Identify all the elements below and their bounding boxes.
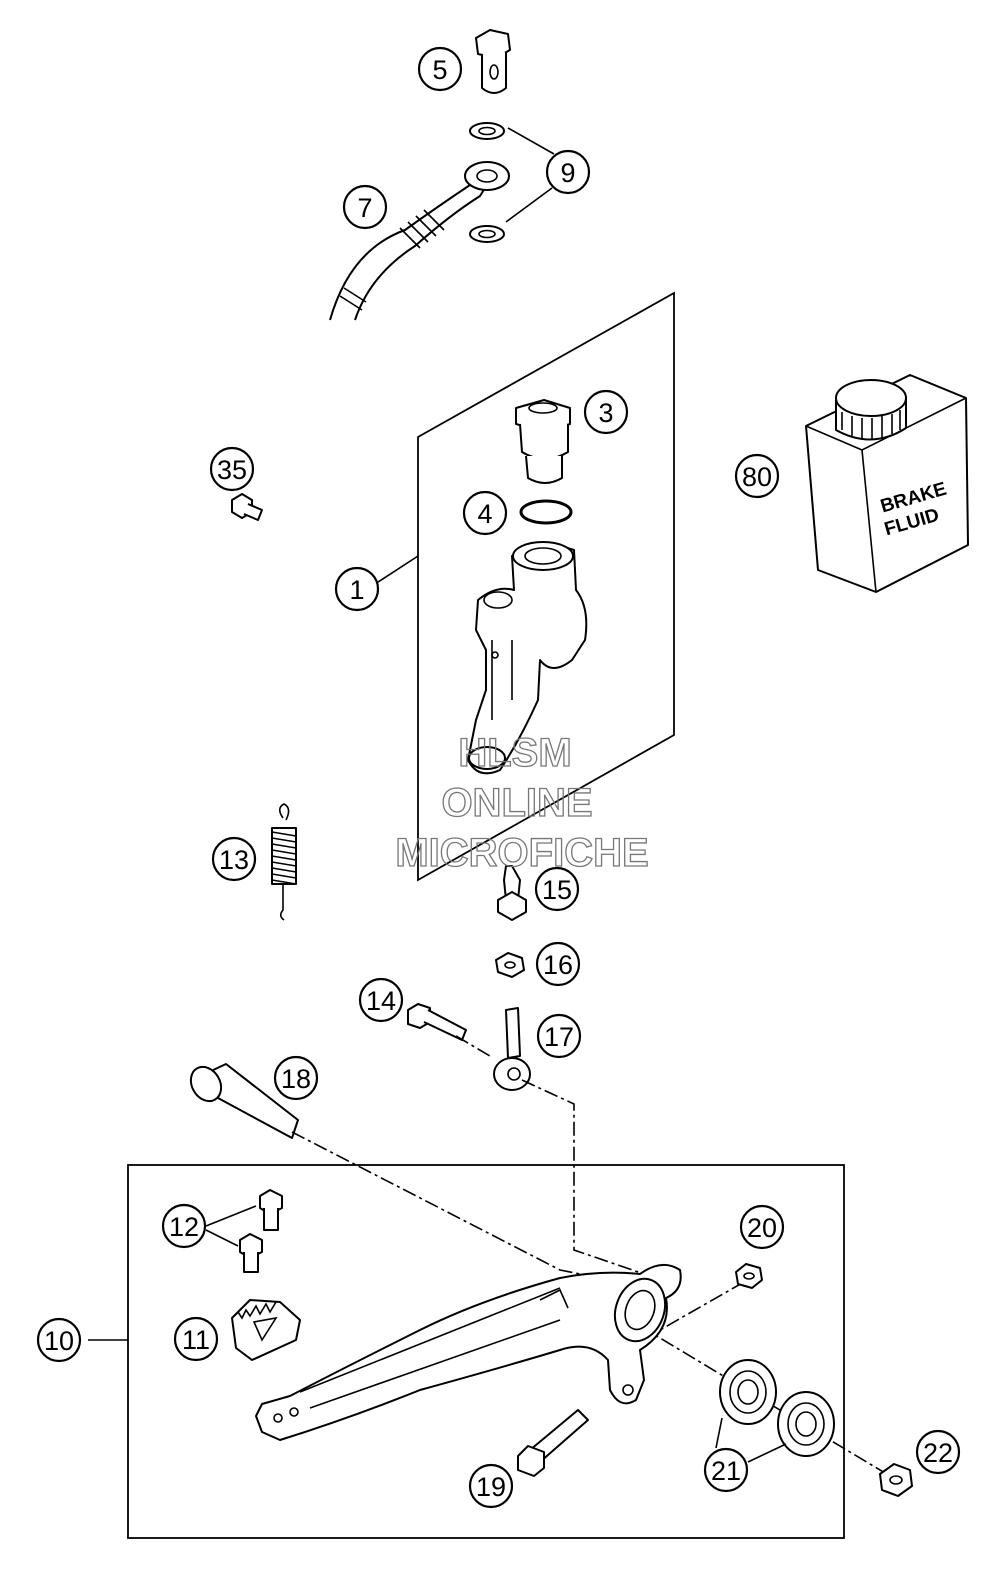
callout-3: 3: [583, 389, 629, 435]
callout-20: 20: [739, 1204, 785, 1250]
callout-21: 21: [703, 1447, 749, 1493]
callout-35-text: 35: [217, 455, 247, 485]
pedal-step: [231, 1299, 301, 1361]
nut-20: [735, 1263, 763, 1289]
bearing-2: [777, 1391, 835, 1457]
washer-bottom-hole: [478, 229, 496, 239]
callout-15: 15: [534, 866, 580, 912]
callout-1: 1: [334, 566, 380, 612]
callout-22: 22: [915, 1429, 961, 1475]
brake-hose: [329, 161, 510, 321]
fork-head: [493, 1007, 531, 1091]
watermark-line1: HLSM: [458, 731, 571, 775]
axis-line-20: [659, 1281, 745, 1331]
watermark-line3: MICROFICHE: [395, 831, 648, 875]
brake-pedal: [255, 1263, 682, 1441]
callout-12: 12: [161, 1203, 207, 1249]
bearing-1: [719, 1359, 777, 1425]
assembly-panel-1: [417, 291, 675, 882]
callout-17: 17: [536, 1013, 582, 1059]
callout-7: 7: [342, 184, 388, 230]
o-ring: [519, 499, 573, 525]
hex-nut: [495, 952, 525, 978]
callout-9-text: 9: [560, 158, 575, 188]
callout-18-text: 18: [281, 1064, 311, 1094]
callout-13-text: 13: [219, 845, 249, 875]
callout-10-text: 10: [44, 1326, 74, 1356]
pivot-bolt: [189, 1063, 299, 1139]
callout-22-text: 22: [923, 1438, 953, 1468]
callout-1-text: 1: [349, 575, 364, 605]
callout-11-text: 11: [182, 1325, 210, 1355]
callout-35: 35: [209, 446, 255, 492]
callout-15-text: 15: [542, 875, 572, 905]
callout-3-text: 3: [598, 398, 613, 428]
callout-5-text: 5: [432, 55, 447, 85]
watermark-line2: ONLINE: [441, 781, 592, 825]
bolt-12-lower: [239, 1233, 263, 1273]
axis-line-17: [521, 1079, 651, 1277]
watermark: HLSM ONLINE MICROFICHE: [395, 730, 650, 875]
bolt-12-upper: [259, 1189, 283, 1231]
master-cylinder: [467, 541, 588, 775]
callout-14: 14: [358, 977, 404, 1023]
callout-19: 19: [468, 1463, 514, 1509]
nut-22: [879, 1463, 913, 1497]
callout-5: 5: [417, 46, 463, 92]
callout-19-text: 19: [476, 1472, 506, 1502]
brake-fluid-bottle: BRAKE FLUID: [805, 374, 969, 593]
push-rod: [497, 865, 527, 921]
washer-bottom: [469, 225, 505, 243]
callout-80: 80: [734, 453, 780, 499]
bolt-14: [407, 1003, 467, 1041]
callout-11: 11: [173, 1316, 219, 1362]
reservoir-connector: [515, 399, 571, 484]
callout-17-text: 17: [544, 1022, 574, 1052]
washer-top: [469, 122, 505, 140]
callout-7-text: 7: [357, 193, 372, 223]
callout-20-text: 20: [747, 1213, 777, 1243]
callout-9: 9: [545, 149, 591, 195]
axis-line-18: [291, 1131, 651, 1289]
callout-4-text: 4: [477, 499, 492, 529]
callout-21-text: 21: [711, 1456, 741, 1486]
callout-10: 10: [36, 1317, 82, 1363]
screw: [231, 493, 263, 521]
callout-18: 18: [273, 1055, 319, 1101]
callout-13: 13: [211, 836, 257, 882]
bolt-19: [517, 1409, 589, 1477]
callout-4: 4: [462, 490, 508, 536]
leader-lines: [88, 127, 787, 1463]
banjo-bolt: [475, 29, 511, 94]
callout-12-text: 12: [169, 1212, 199, 1242]
axis-line-14: [455, 1035, 491, 1057]
callout-16: 16: [535, 941, 581, 987]
assembly-box-10: [127, 1164, 845, 1539]
washer-top-hole: [478, 126, 496, 136]
spring: [271, 803, 297, 921]
callout-14-text: 14: [366, 986, 396, 1016]
callout-80-text: 80: [742, 462, 772, 492]
callout-16-text: 16: [543, 950, 573, 980]
